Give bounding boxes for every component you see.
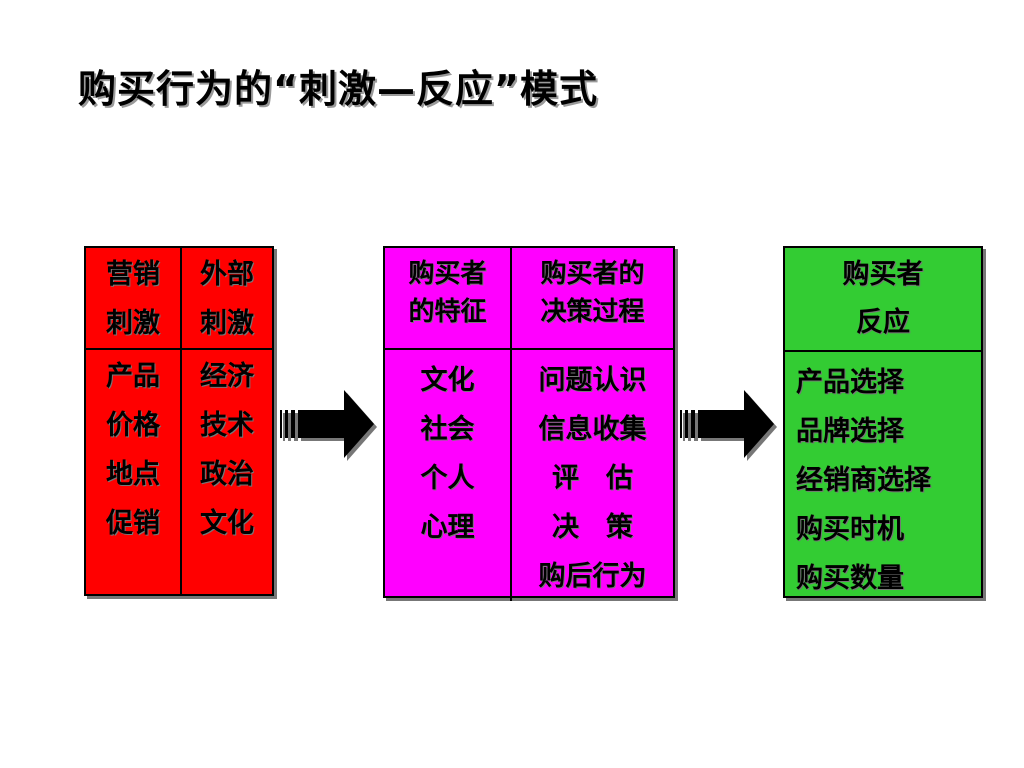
external-stimuli-header-line: 外部 — [200, 259, 254, 290]
list-item: 信息收集 — [538, 414, 647, 445]
list-item: 品牌选择 — [796, 416, 904, 447]
decision-process-list: 问题认识 信息收集 评 估 决 策 购后行为 — [512, 350, 673, 601]
list-item: 心理 — [420, 512, 475, 543]
page-title: 购买行为的“刺激—反应”模式 — [78, 67, 598, 111]
decision-process-header-line: 决策过程 — [540, 297, 645, 327]
list-item: 产品 — [106, 361, 160, 392]
list-item: 问题认识 — [538, 365, 647, 396]
marketing-stimuli-header-line: 刺激 — [106, 308, 160, 339]
external-stimuli-list: 经济 技术 政治 文化 — [182, 350, 272, 594]
external-stimuli-header: 外部 刺激 — [182, 248, 272, 350]
list-item: 产品选择 — [796, 367, 904, 398]
stimuli-box: 营销 刺激 外部 刺激 产品 价格 地点 促销 经济 技术 政治 文化 — [84, 246, 274, 596]
marketing-stimuli-list: 产品 价格 地点 促销 — [86, 350, 182, 594]
right-arrow-icon — [280, 390, 377, 461]
list-item: 促销 — [106, 508, 160, 539]
decision-process-header-line: 购买者的 — [540, 259, 645, 289]
list-item: 文化 — [200, 508, 254, 539]
buyer-response-header-line: 反应 — [856, 307, 910, 338]
list-item: 价格 — [106, 410, 160, 441]
list-item: 地点 — [106, 459, 160, 490]
list-item: 购买时机 — [796, 514, 904, 545]
list-item: 社会 — [420, 414, 475, 445]
buyer-characteristics-list: 文化 社会 个人 心理 — [385, 350, 512, 601]
buyer-characteristics-header-line: 购买者 — [408, 259, 487, 289]
marketing-stimuli-header: 营销 刺激 — [86, 248, 182, 350]
buyer-characteristics-header-line: 的特征 — [408, 297, 487, 327]
list-item: 评 估 — [552, 463, 633, 494]
buyer-response-list: 产品选择 品牌选择 经销商选择 购买时机 购买数量 — [785, 352, 981, 603]
buyer-response-header: 购买者 反应 — [785, 248, 981, 352]
buyer-response-header-line: 购买者 — [842, 259, 924, 290]
list-item: 个人 — [420, 463, 475, 494]
list-item: 购后行为 — [538, 561, 647, 592]
marketing-stimuli-header-line: 营销 — [106, 259, 160, 290]
list-item: 政治 — [200, 459, 254, 490]
right-arrow-icon — [680, 390, 777, 461]
decision-process-header: 购买者的 决策过程 — [512, 248, 673, 350]
list-item: 技术 — [200, 410, 254, 441]
buyer-characteristics-header: 购买者 的特征 — [385, 248, 512, 350]
list-item: 购买数量 — [796, 563, 904, 594]
list-item: 经济 — [200, 361, 254, 392]
buyer-response-box: 购买者 反应 产品选择 品牌选择 经销商选择 购买时机 购买数量 — [783, 246, 983, 598]
list-item: 经销商选择 — [796, 465, 931, 496]
external-stimuli-header-line: 刺激 — [200, 308, 254, 339]
list-item: 决 策 — [552, 512, 633, 543]
list-item: 文化 — [420, 365, 475, 396]
buyer-black-box: 购买者 的特征 购买者的 决策过程 文化 社会 个人 心理 问题认识 信息收集 … — [383, 246, 675, 601]
